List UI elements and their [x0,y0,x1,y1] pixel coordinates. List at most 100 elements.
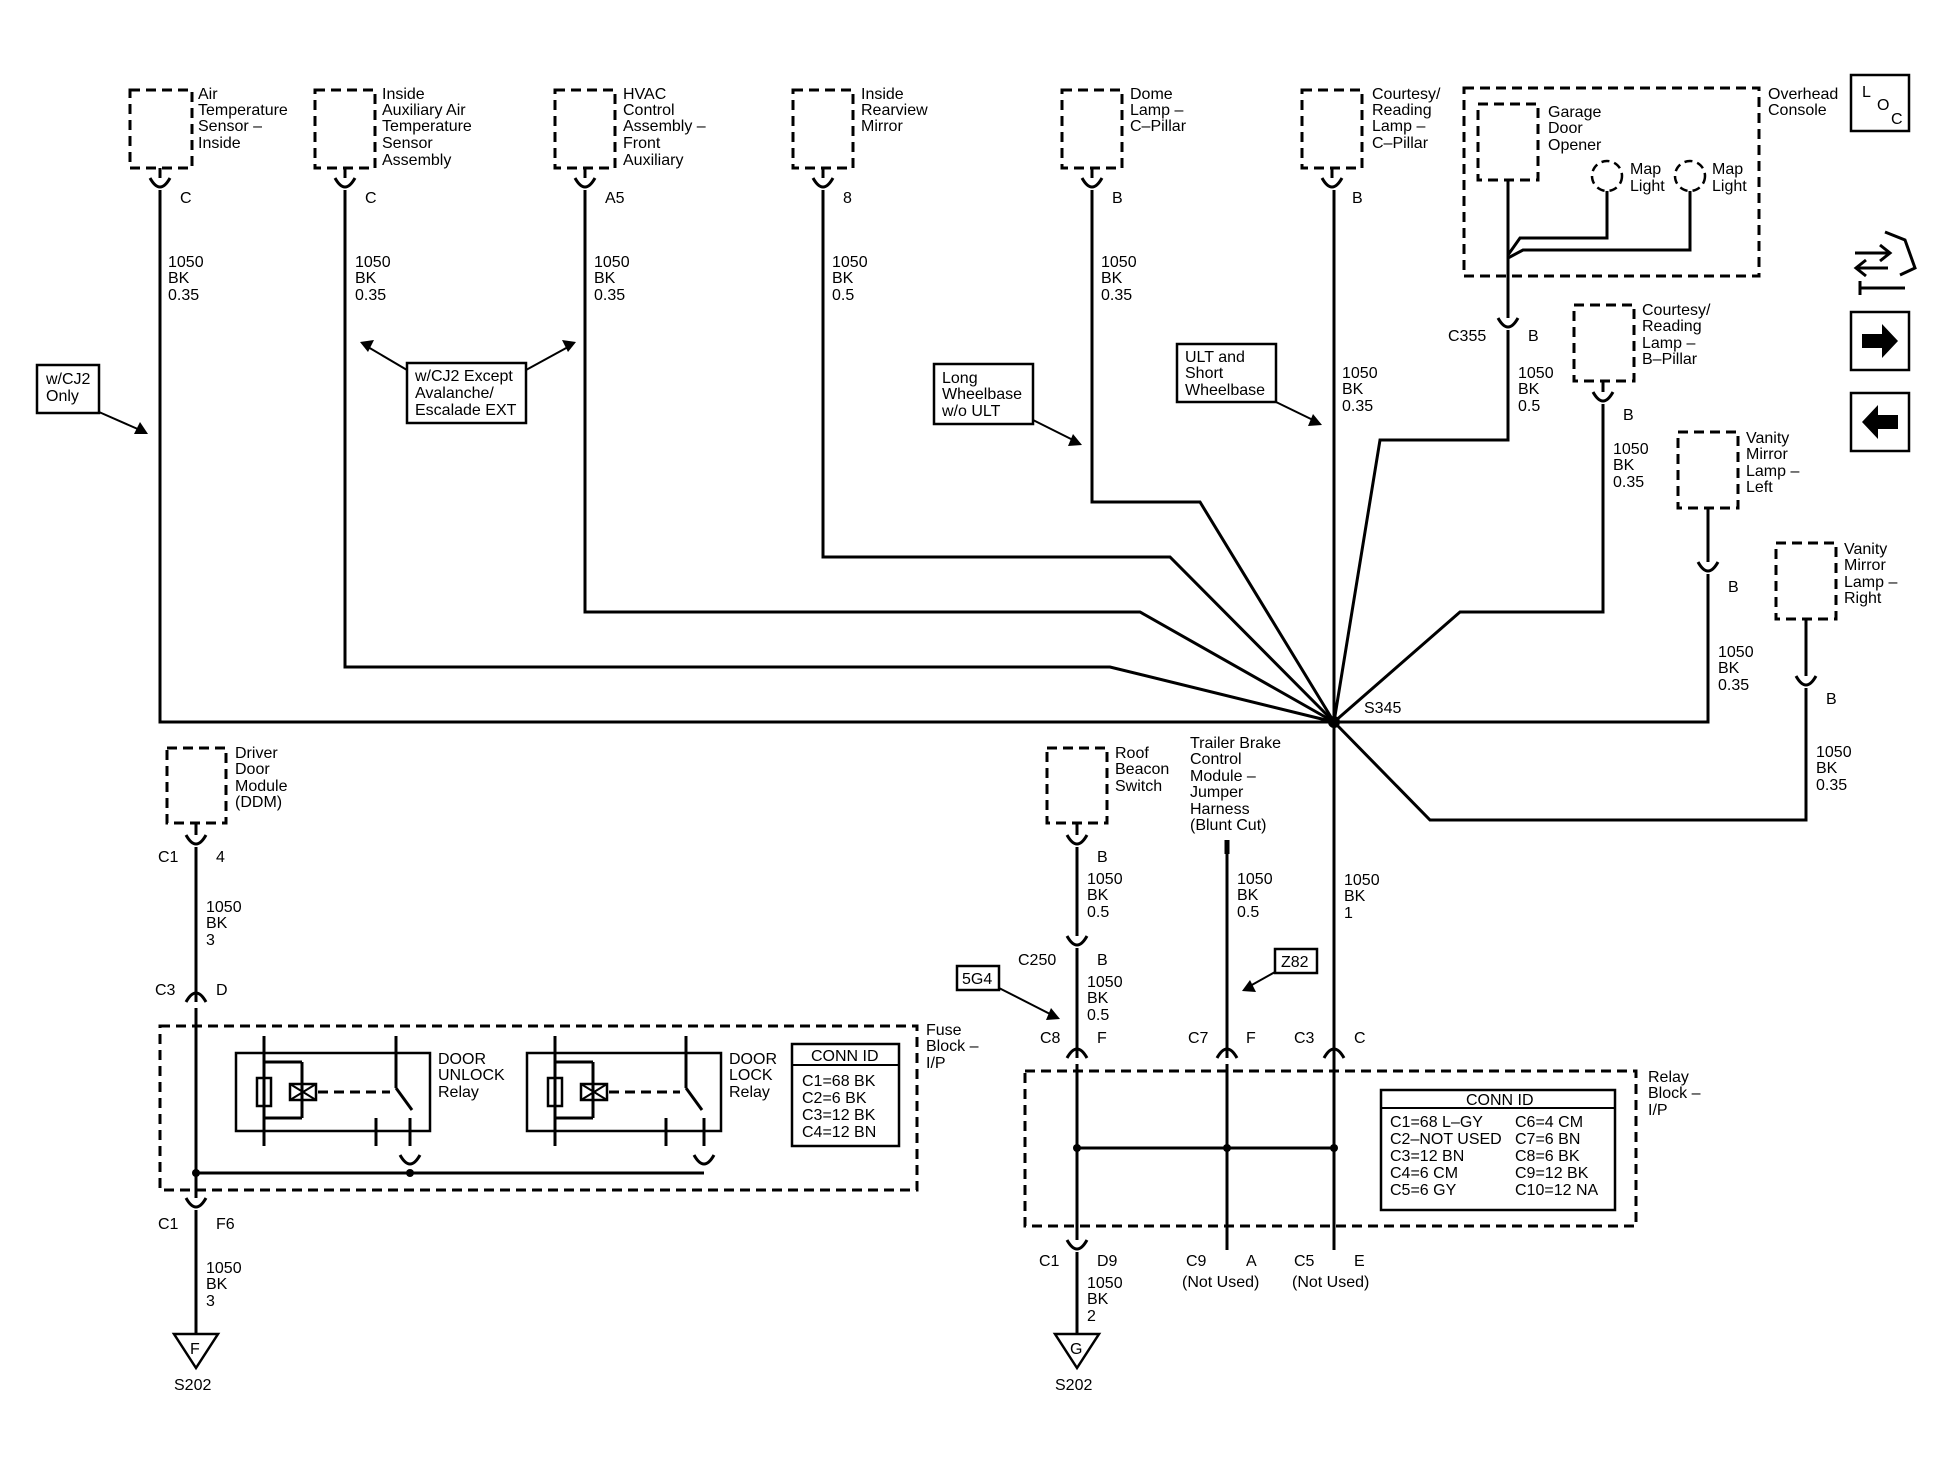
svg-text:O: O [1877,97,1889,114]
svg-text:BK: BK [1518,381,1540,398]
svg-text:Courtesy/: Courtesy/ [1372,86,1441,103]
svg-text:C2=6 BK: C2=6 BK [802,1090,867,1107]
svg-text:C–Pillar: C–Pillar [1130,118,1187,135]
svg-text:Fuse: Fuse [926,1022,962,1039]
svg-text:Control: Control [623,102,675,119]
svg-text:Rearview: Rearview [861,102,928,119]
loc-button[interactable]: L O C [1849,73,1911,133]
svg-text:BK: BK [1344,888,1366,905]
svg-text:CONN ID: CONN ID [811,1048,879,1065]
svg-text:Vanity: Vanity [1746,430,1789,447]
svg-text:C1=68 L–GY: C1=68 L–GY [1390,1114,1483,1131]
svg-text:Garage: Garage [1548,104,1601,121]
svg-text:B: B [1097,952,1108,969]
svg-text:Module: Module [235,778,288,795]
svg-text:ULT and: ULT and [1185,349,1245,366]
svg-text:C1: C1 [158,1216,179,1233]
svg-text:HVAC: HVAC [623,86,666,103]
svg-text:w/CJ2 Except: w/CJ2 Except [414,368,513,385]
svg-text:(Not Used): (Not Used) [1182,1274,1259,1291]
overhead-console: Overhead Console Garage Door Opener Map … [1448,86,1838,415]
svg-text:B: B [1352,190,1363,207]
svg-text:C: C [365,190,377,207]
svg-text:Door: Door [1548,120,1583,137]
svg-text:0.35: 0.35 [168,287,199,304]
svg-text:C3=12 BK: C3=12 BK [802,1107,876,1124]
driver-door-module: Driver Door Module (DDM) C1 4 1050 BK 3 … [155,745,288,1003]
svg-text:4: 4 [216,849,225,866]
svg-text:D9: D9 [1097,1253,1118,1270]
svg-text:Trailer Brake: Trailer Brake [1190,735,1281,752]
svg-text:BK: BK [1101,270,1123,287]
svg-text:Long: Long [942,370,978,387]
svg-text:Auxiliary: Auxiliary [623,152,683,169]
vanity-mirror-lamp-right: Vanity Mirror Lamp – Right B 1050 BK 0.3… [1774,541,1897,794]
svg-text:Switch: Switch [1115,778,1162,795]
svg-text:Lamp –: Lamp – [1642,335,1695,352]
svg-text:C8=6 BK: C8=6 BK [1515,1148,1580,1165]
svg-text:1050: 1050 [1237,871,1273,888]
svg-text:Door: Door [235,761,270,778]
svg-text:UNLOCK: UNLOCK [438,1067,505,1084]
svg-text:Mirror: Mirror [1844,557,1886,574]
svg-text:(DDM): (DDM) [235,794,282,811]
roof-beacon-switch: Roof Beacon Switch B 1050 BK 0.5 C250 B … [955,745,1169,1059]
svg-text:0.5: 0.5 [1518,398,1540,415]
callout-cj2-only: w/CJ2 Only [35,363,148,434]
svg-text:3: 3 [206,932,215,949]
svg-text:BK: BK [1087,1291,1109,1308]
svg-text:C5=6 GY: C5=6 GY [1390,1182,1457,1199]
svg-text:BK: BK [594,270,616,287]
splice-s345: S345 [1328,700,1401,728]
svg-text:A: A [1246,1253,1257,1270]
svg-text:Avalanche/: Avalanche/ [415,385,494,402]
svg-text:F: F [1097,1030,1107,1047]
svg-text:C2–NOT USED: C2–NOT USED [1390,1131,1502,1148]
svg-text:0.35: 0.35 [1101,287,1132,304]
svg-text:Relay: Relay [438,1084,479,1101]
svg-text:BK: BK [1718,660,1740,677]
callout-cj2-except: w/CJ2 Except Avalanche/ Escalade EXT [360,340,576,425]
svg-text:1050: 1050 [1087,974,1123,991]
svg-text:Dome: Dome [1130,86,1173,103]
svg-text:Jumper: Jumper [1190,784,1244,801]
svg-text:BK: BK [1342,381,1364,398]
svg-text:C6=4 CM: C6=4 CM [1515,1114,1583,1131]
svg-text:0.5: 0.5 [1087,1007,1109,1024]
svg-text:C3=12 BN: C3=12 BN [1390,1148,1464,1165]
svg-text:F: F [190,1341,200,1358]
svg-text:C: C [1354,1030,1366,1047]
trailer-brake-jumper-harness: Trailer Brake Control Module – Jumper Ha… [1188,735,1319,1059]
relay-block-conn-id-table: CONN ID C1=68 L–GY C2–NOT USED C3=12 BN … [1379,1088,1617,1212]
svg-text:0.35: 0.35 [1342,398,1373,415]
svg-text:1050: 1050 [832,254,868,271]
svg-text:Harness: Harness [1190,801,1250,818]
svg-text:Map: Map [1630,161,1661,178]
previous-page-arrow-icon[interactable] [1849,391,1911,453]
svg-text:B: B [1528,328,1539,345]
svg-text:Air: Air [198,86,218,103]
next-page-arrow-icon[interactable] [1849,310,1911,372]
svg-text:1050: 1050 [1087,871,1123,888]
svg-text:B: B [1112,190,1123,207]
svg-text:BK: BK [168,270,190,287]
svg-text:8: 8 [843,190,852,207]
svg-text:Sensor –: Sensor – [198,118,262,135]
svg-text:0.5: 0.5 [1237,904,1259,921]
svg-text:Block –: Block – [926,1038,979,1055]
svg-text:Front: Front [623,135,661,152]
svg-text:(Blunt Cut): (Blunt Cut) [1190,817,1266,834]
svg-text:Inside: Inside [861,86,904,103]
svg-text:3: 3 [206,1293,215,1310]
svg-text:L: L [1862,84,1871,101]
svg-text:0.35: 0.35 [1718,677,1749,694]
component-locator-icon[interactable] [1853,230,1917,295]
svg-text:Right: Right [1844,590,1882,607]
svg-text:C9: C9 [1186,1253,1207,1270]
svg-text:Inside: Inside [382,86,425,103]
svg-text:BK: BK [1613,457,1635,474]
svg-text:Console: Console [1768,102,1827,119]
hvac-control-assembly: HVAC Control Assembly – Front Auxiliary … [553,86,706,304]
svg-text:C355: C355 [1448,328,1486,345]
